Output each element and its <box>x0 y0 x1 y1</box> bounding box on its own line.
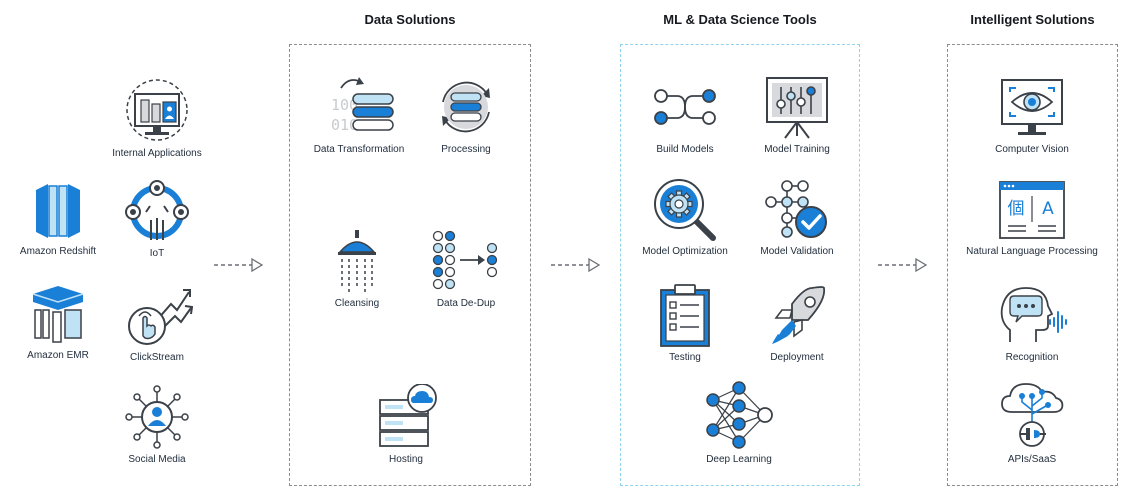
apis-saas: APIs/SaaS <box>957 380 1107 465</box>
amazon-redshift-label: Amazon Redshift <box>19 246 97 257</box>
binary-bottom-text: 010 <box>331 116 358 134</box>
testing-label: Testing <box>669 352 701 363</box>
computer-vision: Computer Vision <box>957 76 1107 155</box>
iot-icon <box>125 180 189 240</box>
translation-window-icon: 個 A <box>999 181 1065 239</box>
model-optimization-icon <box>654 179 716 241</box>
iot-label: IoT <box>149 248 165 259</box>
processing-label: Processing <box>441 144 491 155</box>
source-amazon-redshift: Amazon Redshift <box>0 180 133 257</box>
data-de-dup: Data De-Dup <box>391 228 541 309</box>
testing: Testing <box>610 282 760 363</box>
build-models-label: Build Models <box>656 144 714 155</box>
data-solutions-panel <box>289 44 531 486</box>
data-solutions-title: Data Solutions <box>364 12 456 27</box>
ml-tools-panel <box>620 44 860 486</box>
server-cloud-icon <box>379 384 437 447</box>
voice-recognition-icon <box>1000 287 1067 342</box>
nlp-right-glyph: A <box>1042 199 1054 219</box>
build-models: Build Models <box>610 74 760 155</box>
flow-arrow-3 <box>878 257 928 273</box>
hosting-label: Hosting <box>389 454 423 465</box>
processing: Processing <box>391 74 541 155</box>
apis-saas-label: APIs/SaaS <box>1007 454 1057 465</box>
data-transformation: 100 010 Data Transformation <box>284 74 434 155</box>
monitor-app-icon <box>126 79 188 141</box>
natural-language-processing: 個 A Natural Language Processing <box>957 178 1107 257</box>
hosting: Hosting <box>331 384 481 465</box>
deployment-label: Deployment <box>770 352 824 363</box>
data-transformation-icon: 100 010 <box>331 77 394 134</box>
computer-vision-label: Computer Vision <box>995 144 1069 155</box>
emr-icon <box>32 286 84 343</box>
cloud-api-icon <box>1001 383 1064 447</box>
intelligent-solutions-title: Intelligent Solutions <box>970 12 1095 27</box>
model-training-label: Model Training <box>764 144 830 155</box>
data-de-dup-label: Data De-Dup <box>436 298 496 309</box>
computer-vision-icon <box>1001 79 1063 135</box>
clickstream-label: ClickStream <box>130 352 184 363</box>
redshift-icon <box>36 184 80 238</box>
binary-top-text: 100 <box>331 96 358 114</box>
deployment: Deployment <box>722 282 872 363</box>
flow-arrow-2 <box>551 257 601 273</box>
model-optimization-label: Model Optimization <box>642 246 728 257</box>
amazon-emr-label: Amazon EMR <box>27 350 89 361</box>
flow-arrow-1 <box>214 257 264 273</box>
deep-learning-label: Deep Learning <box>706 454 772 465</box>
clipboard-icon <box>660 284 710 347</box>
processing-icon <box>442 81 490 133</box>
model-optimization: Model Optimization <box>610 176 760 257</box>
data-dedup-icon <box>432 230 498 290</box>
model-training: Model Training <box>722 74 872 155</box>
nlp-left-glyph: 個 <box>1008 199 1025 219</box>
recognition-label: Recognition <box>1005 352 1059 363</box>
model-validation-icon <box>765 180 827 238</box>
intelligent-solutions-panel <box>947 44 1118 486</box>
deep-learning: Deep Learning <box>664 380 814 465</box>
build-models-icon <box>654 89 716 125</box>
neural-network-icon <box>706 381 773 449</box>
cleansing: Cleansing <box>282 228 432 309</box>
ml-tools-title: ML & Data Science Tools <box>663 12 817 27</box>
source-social-media: Social Media <box>82 384 232 465</box>
shower-icon <box>338 230 376 292</box>
model-validation-label: Model Validation <box>760 246 834 257</box>
internal-applications-label: Internal Applications <box>112 148 202 159</box>
source-internal-applications: Internal Applications <box>82 78 232 159</box>
source-amazon-emr: Amazon EMR <box>0 284 133 361</box>
rocket-icon <box>772 286 826 344</box>
model-training-icon <box>766 77 828 139</box>
social-media-icon <box>125 385 189 449</box>
source-iot: IoT <box>82 178 232 259</box>
data-transformation-label: Data Transformation <box>313 144 405 155</box>
source-clickstream: ClickStream <box>82 282 232 363</box>
social-media-label: Social Media <box>128 454 186 465</box>
model-validation: Model Validation <box>722 176 872 257</box>
recognition: Recognition <box>957 282 1107 363</box>
natural-language-processing-label: Natural Language Processing <box>966 246 1098 257</box>
cleansing-label: Cleansing <box>334 298 380 309</box>
clickstream-icon <box>128 289 193 345</box>
